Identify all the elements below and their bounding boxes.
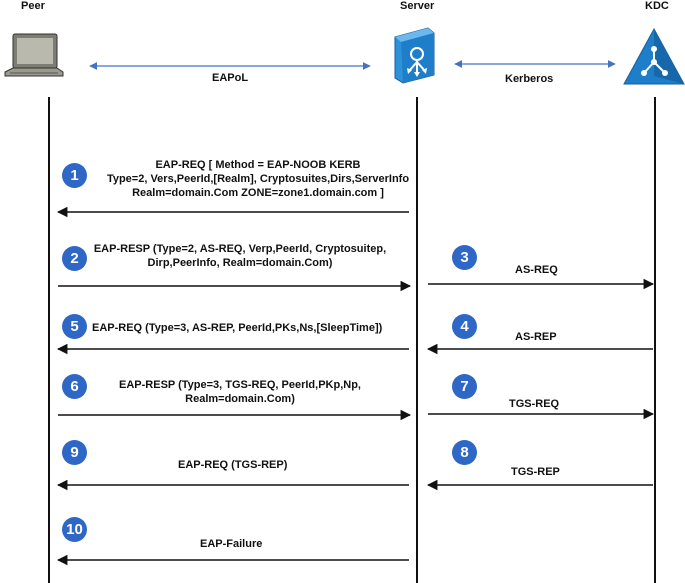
step-2-line-1: EAP-RESP (Type=2, AS-REQ, Verp,PeerId, C… <box>93 243 387 255</box>
step-10-label: EAP-Failure <box>200 538 263 550</box>
step-4-label: AS-REP <box>515 331 557 343</box>
step-badge-3: 3 <box>452 245 477 270</box>
step-2-line-2: Dirp,PeerInfo, Realm=domain.Com) <box>147 257 333 269</box>
step-1-line-2: Type=2, Vers,PeerId,[Realm], Cryptosuite… <box>106 173 410 185</box>
step-badge-4: 4 <box>452 314 477 339</box>
laptop-icon <box>4 33 64 77</box>
step-1-label: EAP-REQ [ Method = EAP-NOOB KERB Type=2,… <box>88 158 428 200</box>
step-2-label: EAP-RESP (Type=2, AS-REQ, Verp,PeerId, C… <box>80 242 400 270</box>
actor-peer: Peer <box>21 0 45 12</box>
actor-server: Server <box>400 0 435 12</box>
kerberos-label: Kerberos <box>505 73 554 85</box>
eapol-label: EAPoL <box>212 72 249 84</box>
step-badge-7: 7 <box>452 374 477 399</box>
step-9-label: EAP-REQ (TGS-REP) <box>178 459 288 471</box>
actor-kdc: KDC <box>645 0 669 12</box>
server-icon <box>394 27 435 84</box>
step-badge-1: 1 <box>62 163 87 188</box>
step-6-line-1: EAP-RESP (Type=3, TGS-REQ, PeerId,PKp,Np… <box>119 379 361 391</box>
step-badge-6: 6 <box>62 374 87 399</box>
step-badge-5: 5 <box>62 314 87 339</box>
step-badge-10: 10 <box>62 517 87 542</box>
step-badge-8: 8 <box>452 440 477 465</box>
step-5-label: EAP-REQ (Type=3, AS-REP, PeerId,PKs,Ns,[… <box>92 322 383 334</box>
step-6-line-2: Realm=domain.Com) <box>185 393 295 405</box>
step-1-line-3: Realm=domain.Com ZONE=zone1.domain.com ] <box>132 187 384 199</box>
step-6-label: EAP-RESP (Type=3, TGS-REQ, PeerId,PKp,Np… <box>90 378 390 406</box>
step-badge-9: 9 <box>62 440 87 465</box>
step-7-label: TGS-REQ <box>509 398 560 410</box>
kdc-network-icon <box>623 27 685 85</box>
step-1-line-1: EAP-REQ [ Method = EAP-NOOB KERB <box>155 159 361 171</box>
step-3-label: AS-REQ <box>515 264 558 276</box>
step-8-label: TGS-REP <box>511 466 560 478</box>
step-badge-2: 2 <box>62 246 87 271</box>
